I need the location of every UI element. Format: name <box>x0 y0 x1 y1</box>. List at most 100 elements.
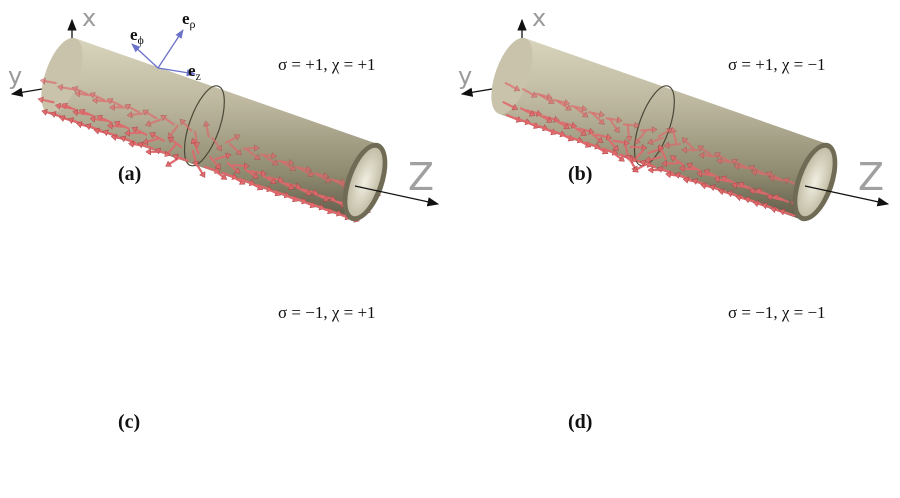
arrow-head <box>596 136 604 144</box>
arrow-head <box>56 83 64 92</box>
arrow-shaft <box>717 154 730 163</box>
arrow-shaft <box>169 124 179 136</box>
arrow-shaft <box>610 150 622 160</box>
panel-c: (c) σ = −1, χ = +1 <box>118 303 376 433</box>
arrow-shaft <box>61 86 75 91</box>
e-z-vector <box>157 67 196 77</box>
tube-surface <box>48 38 379 220</box>
arrow-head <box>305 165 312 173</box>
arrow-shaft <box>700 147 713 156</box>
arrow-head <box>165 160 173 167</box>
arrow-head <box>598 118 605 125</box>
arrow-head <box>511 103 519 111</box>
arrow-shaft <box>737 165 751 170</box>
arrow-shaft <box>591 112 602 123</box>
arrow-shaft <box>522 88 534 96</box>
arrow-head <box>696 170 703 178</box>
magnetization-arrows <box>37 77 382 223</box>
arrow-shaft <box>752 167 765 175</box>
arrow-shaft <box>647 148 661 155</box>
arrow-shaft <box>587 111 601 116</box>
arrow-head <box>307 170 315 177</box>
arrow-head <box>167 137 175 144</box>
z-axis-line <box>354 185 440 207</box>
arrow-head <box>703 169 711 176</box>
arrow-head <box>179 118 187 126</box>
arrow-head <box>72 109 79 117</box>
arrow-head <box>669 155 677 162</box>
arrow-head <box>110 133 117 142</box>
arrow-shaft <box>111 124 125 128</box>
arrow-shaft <box>224 136 237 144</box>
arrow-head <box>715 157 723 165</box>
e-rho-vector <box>157 29 184 69</box>
arrow-shaft <box>171 139 183 148</box>
arrow-head <box>220 173 228 180</box>
arrow-head <box>93 127 100 135</box>
arrow-head <box>119 135 127 143</box>
arrow-shaft <box>624 143 629 157</box>
arrow-head <box>691 178 699 186</box>
arrow-head <box>618 155 625 162</box>
arrow-shaft <box>574 106 586 116</box>
arrow-shaft <box>315 173 328 181</box>
arrow-shaft <box>194 130 198 144</box>
arrow-shaft <box>700 172 714 177</box>
arrow-head <box>124 129 131 137</box>
tube-inner <box>347 147 383 217</box>
arrow-shaft <box>537 113 550 121</box>
arrow-head <box>131 126 139 134</box>
arrow-shaft <box>635 162 648 171</box>
arrow-shaft <box>556 100 569 109</box>
arrow-head <box>233 167 241 174</box>
arrow-shaft <box>228 142 240 153</box>
arrow-shaft <box>734 160 747 169</box>
arrow-shaft <box>259 153 273 157</box>
arrow-head <box>67 117 75 125</box>
arrow-head <box>641 143 648 152</box>
arrow-head <box>657 144 665 151</box>
arrow-shaft <box>612 139 626 144</box>
arrow-shaft <box>593 144 605 153</box>
tube-left-cap <box>491 37 533 115</box>
tube-body <box>41 37 379 220</box>
arrow-shaft <box>230 174 243 183</box>
arrow-shaft <box>672 130 678 144</box>
arrow-head <box>289 164 297 172</box>
arrow-head <box>214 162 222 170</box>
arrow-head <box>743 196 751 204</box>
arrow-head <box>731 181 738 190</box>
arrow-head <box>271 159 279 166</box>
arrow-head <box>616 116 623 124</box>
arrow-shaft <box>246 149 258 158</box>
arrow-head <box>528 110 536 117</box>
arrow-head <box>669 126 678 134</box>
arrow-head <box>271 152 278 160</box>
arrow-head <box>254 144 260 152</box>
arrow-shaft <box>168 156 181 165</box>
arrow-shaft <box>720 159 734 164</box>
arrow-head <box>58 114 66 123</box>
panel-label: (d) <box>568 411 592 433</box>
arrow-shaft <box>684 139 695 150</box>
arrow-shaft <box>673 157 685 167</box>
arrow-head <box>546 116 553 123</box>
arrow-head <box>581 104 588 112</box>
arrow-head <box>190 137 198 145</box>
arrow-shaft <box>93 118 107 122</box>
arrow-head <box>203 120 211 127</box>
arrow-shaft <box>278 180 291 188</box>
arrow-shaft <box>772 177 786 182</box>
arrow-shaft <box>589 131 601 141</box>
arrow-shaft <box>313 192 326 200</box>
magnetization-arrows <box>502 81 817 217</box>
arrow-head <box>89 115 96 123</box>
z-axis-label: Z <box>858 155 884 199</box>
arrow-shaft <box>209 156 219 167</box>
arrow-shaft <box>718 178 732 183</box>
parameter-label: σ = −1, χ = +1 <box>278 303 376 322</box>
arrow-head <box>225 152 232 160</box>
arrow-shaft <box>277 159 291 164</box>
arrow-shaft <box>76 111 90 116</box>
arrow-head <box>735 194 742 202</box>
